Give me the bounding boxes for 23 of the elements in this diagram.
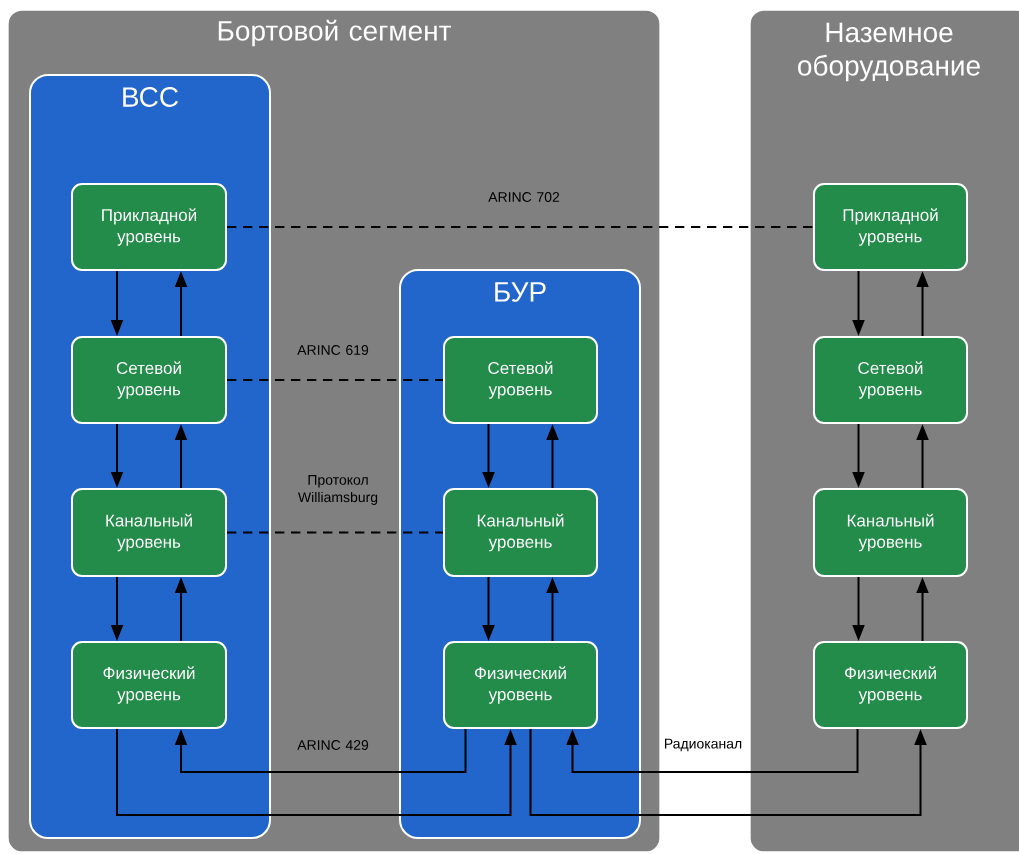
arrow: [529, 728, 927, 816]
edge-label: ARINC 429: [297, 740, 369, 750]
arrow: [174, 728, 467, 773]
edge-label: ARINC 702: [488, 192, 560, 202]
layer-box: Физический уровень: [443, 641, 598, 729]
layer-box: Канальный уровень: [443, 488, 598, 577]
layer-box: Физический уровень: [813, 641, 968, 729]
dashed-line: [226, 379, 444, 381]
edge-label: Радиоканал: [665, 738, 742, 752]
edge-label: Протокол Williamsburg: [298, 475, 378, 505]
dashed-line: [226, 531, 444, 534]
layer-box: Прикладной уровень: [813, 183, 968, 271]
layer-box: Сетевой уровень: [71, 336, 227, 424]
layer-box: Сетевой уровень: [443, 336, 598, 424]
dashed-line: [226, 226, 814, 228]
layer-box: Физический уровень: [71, 641, 227, 729]
layer-box: Канальный уровень: [813, 488, 968, 577]
arrow: [566, 728, 859, 773]
edge-label: ARINC 619: [297, 345, 369, 355]
arrow: [116, 728, 517, 816]
layer-box: Канальный уровень: [71, 488, 227, 577]
layer-box: Сетевой уровень: [813, 336, 968, 424]
layer-box: Прикладной уровень: [71, 183, 227, 271]
